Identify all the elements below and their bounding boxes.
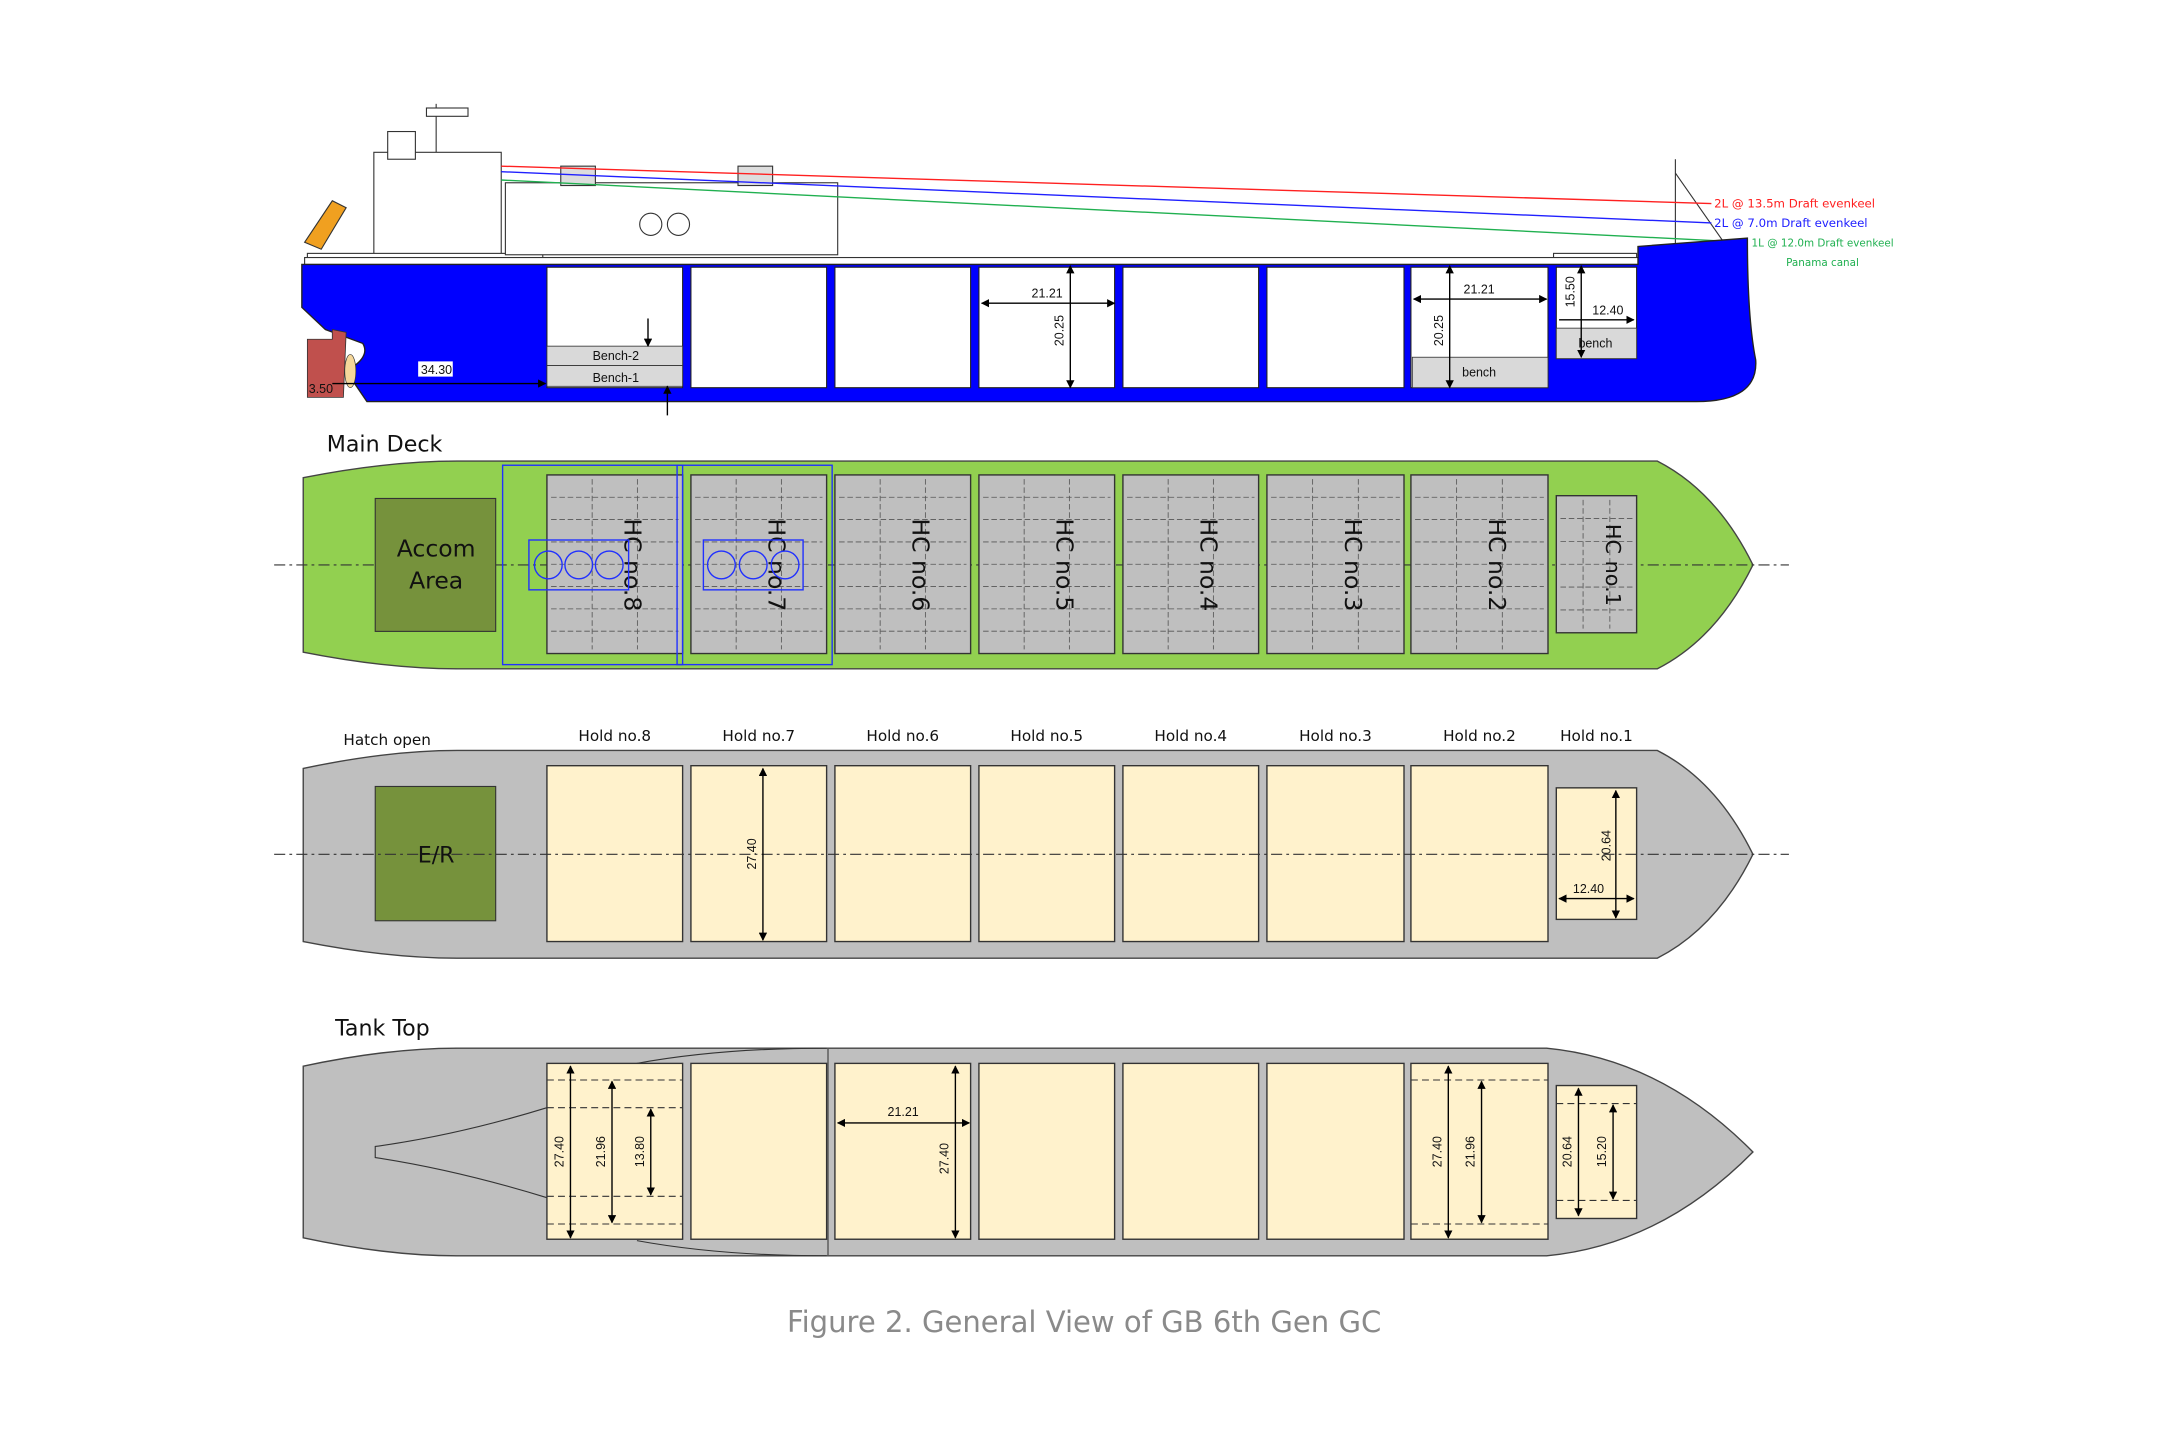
dim-hold1-width: 12.40 — [1592, 303, 1623, 317]
tank-top-view: Tank Top 27.40 21.96 13.80 21.21 27.40 2 — [302, 1016, 1754, 1257]
tank-top-hold — [546, 1062, 684, 1240]
dim-h2-a: 27.40 — [1430, 1136, 1444, 1167]
cargo-hold-opening — [834, 765, 972, 943]
figure-caption: Figure 2. General View of GB 6th Gen GC — [787, 1305, 1381, 1339]
cargo-hold-opening — [546, 765, 684, 943]
bench-hold1-label: bench — [1578, 337, 1612, 351]
draft-line-label-2: 2L @ 7.0m Draft evenkeel — [1714, 216, 1867, 230]
dim-stern-length: 34.30 — [421, 363, 452, 377]
side-hold — [834, 266, 972, 389]
dim-hold2-height: 20.25 — [1432, 315, 1446, 346]
hatch-open-title: Hatch open — [343, 731, 431, 749]
side-hold — [1266, 266, 1405, 389]
dim-hold1-length: 20.64 — [1599, 830, 1613, 861]
tank-top-hold — [1266, 1062, 1405, 1240]
dim-h6-width: 21.21 — [888, 1105, 919, 1119]
hold-label: Hold no.3 — [1299, 727, 1372, 745]
hatch-cover-label: HC no.1 — [1601, 524, 1625, 606]
hatch-cover-label: HC no.6 — [906, 518, 934, 611]
hold-label: Hold no.2 — [1443, 727, 1516, 745]
hold-label: Hold no.6 — [866, 727, 939, 745]
rudder — [306, 329, 347, 398]
tank-top-hold — [690, 1062, 828, 1240]
side-hold — [978, 266, 1116, 389]
hold-label: Hold no.1 — [1560, 727, 1633, 745]
hold-label: Hold no.5 — [1010, 727, 1083, 745]
dim-hold1-width-open: 12.40 — [1573, 882, 1604, 896]
dim-h6-length: 27.40 — [937, 1143, 951, 1174]
dim-h1-b: 15.20 — [1595, 1136, 1609, 1167]
bench-2-label: Bench-2 — [593, 349, 639, 363]
cargo-hold-opening — [1410, 765, 1549, 943]
tank-top-hold — [978, 1062, 1116, 1240]
dim-h1-a: 20.64 — [1561, 1136, 1575, 1167]
cargo-hold-opening — [1266, 765, 1405, 943]
cargo-hold-opening — [1555, 787, 1638, 921]
hatch-open-view: Hatch open Hold no.8 Hold no.7 Hold no.6 Ho… — [274, 727, 1789, 959]
side-hold — [1122, 266, 1260, 389]
superstructure — [303, 103, 1725, 263]
dim-h8-a: 27.40 — [553, 1136, 567, 1167]
dim-hold1-height: 15.50 — [1563, 276, 1577, 307]
dim-hold-height: 20.25 — [1052, 315, 1066, 346]
main-deck-title: Main Deck — [327, 431, 443, 457]
tank-top-title: Tank Top — [334, 1016, 430, 1042]
hold-label: Hold no.7 — [722, 727, 795, 745]
engine-room-label: E/R — [418, 843, 455, 869]
dim-rudder: 3.50 — [309, 382, 333, 396]
panama-canal-label: Panama canal — [1786, 257, 1859, 269]
tank-top-hold — [1122, 1062, 1260, 1240]
engine-room — [374, 785, 497, 922]
dim-h8-b: 21.96 — [594, 1136, 608, 1167]
hatch-cover-label: HC no.3 — [1339, 518, 1367, 611]
dim-hold-width: 21.21 — [1032, 287, 1063, 301]
bench-1-label: Bench-1 — [593, 371, 639, 385]
hatch-cover-label: HC no.4 — [1194, 518, 1222, 611]
hatch-cover-label: HC no.2 — [1483, 518, 1511, 611]
cargo-hold-opening — [978, 765, 1116, 943]
hold-label: Hold no.4 — [1154, 727, 1227, 745]
bench-hold2-label: bench — [1462, 366, 1496, 380]
side-view: 2L @ 13.5m Draft evenkeel 2L @ 7.0m Draf… — [301, 103, 1894, 416]
accom-area — [374, 497, 497, 632]
propeller — [344, 354, 357, 389]
draft-line-label-1: 2L @ 13.5m Draft evenkeel — [1714, 197, 1875, 211]
side-hold — [690, 266, 828, 389]
cargo-hold-opening — [1122, 765, 1260, 943]
tank-top-hold — [834, 1062, 972, 1240]
dim-hold2-width: 21.21 — [1464, 283, 1495, 297]
tank-top-hold — [1555, 1084, 1638, 1220]
dim-hold7-length: 27.40 — [745, 838, 759, 869]
crane-outlines — [501, 464, 833, 666]
dim-h8-c: 13.80 — [633, 1136, 647, 1167]
dim-h2-b: 21.96 — [1464, 1136, 1478, 1167]
hold-label: Hold no.8 — [578, 727, 651, 745]
draft-line-label-3: 1L @ 12.0m Draft evenkeel — [1752, 237, 1894, 249]
hatch-cover-label: HC no.5 — [1050, 518, 1078, 611]
